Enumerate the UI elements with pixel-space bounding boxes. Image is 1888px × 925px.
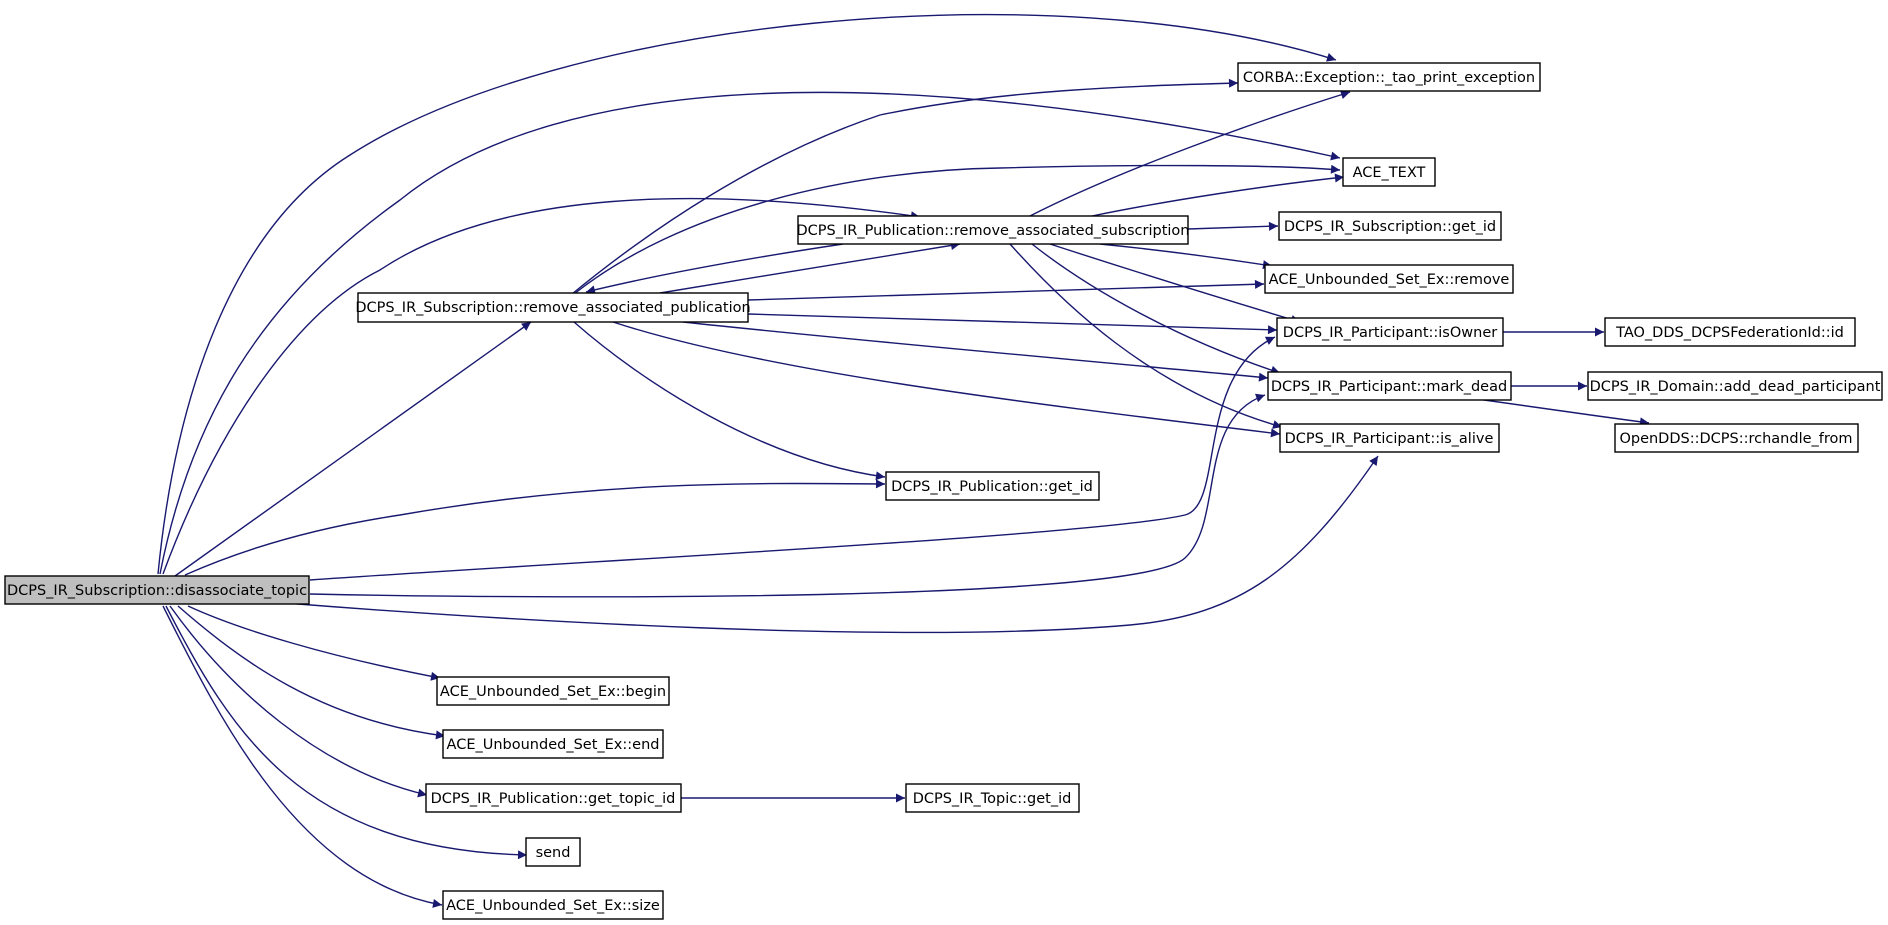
node-rchandle-from-label: OpenDDS::DCPS::rchandle_from <box>1619 431 1852 447</box>
edge-disassociate-to-ace-text <box>159 91 1341 575</box>
edge-pub-remove-to-tao-print-exception <box>1029 90 1351 217</box>
node-ace-text-label: ACE_TEXT <box>1353 165 1426 181</box>
edge-pub-remove-to-sub-remove-assoc-pub <box>585 243 844 295</box>
edge-disassociate-to-tao-print-exception <box>157 13 1337 575</box>
edge-sub-remove-to-ace-text <box>573 164 1341 295</box>
edges <box>157 13 1650 908</box>
edge-disassociate-to-part-is-alive <box>284 455 1379 634</box>
node-send[interactable]: send <box>525 837 581 867</box>
node-domain-add-dead-label: DCPS_IR_Domain::add_dead_participant <box>1590 379 1881 395</box>
edge-sub-remove-to-pub-get-id <box>573 321 886 481</box>
node-set-size[interactable]: ACE_Unbounded_Set_Ex::size <box>442 890 664 920</box>
node-disassociate-topic[interactable]: DCPS_IR_Subscription::disassociate_topic <box>4 575 310 605</box>
node-topic-get-id[interactable]: DCPS_IR_Topic::get_id <box>905 783 1080 813</box>
edge-pub-remove-to-sub-get-id <box>1187 221 1279 231</box>
edge-pub-remove-to-part-isowner <box>1049 243 1301 324</box>
node-domain-add-dead[interactable]: DCPS_IR_Domain::add_dead_participant <box>1587 371 1883 401</box>
node-set-begin[interactable]: ACE_Unbounded_Set_Ex::begin <box>436 676 670 706</box>
edge-sub-remove-to-tao-print-exception <box>571 78 1239 295</box>
edge-disassociate-to-pub-get-topic-id <box>169 605 428 798</box>
node-set-begin-label: ACE_Unbounded_Set_Ex::begin <box>440 684 666 700</box>
node-set-size-label: ACE_Unbounded_Set_Ex::size <box>446 898 660 914</box>
node-sub-get-id[interactable]: DCPS_IR_Subscription::get_id <box>1278 211 1502 241</box>
edge-disassociate-to-part-mark-dead <box>309 393 1266 598</box>
node-set-end-label: ACE_Unbounded_Set_Ex::end <box>447 737 660 753</box>
edge-sub-remove-to-part-is-alive <box>612 321 1281 438</box>
edge-disassociate-to-part-isowner <box>309 336 1276 581</box>
node-part-is-alive-label: DCPS_IR_Participant::is_alive <box>1285 431 1494 447</box>
edge-disassociate-to-set-begin <box>187 605 441 681</box>
edge-disassociate-to-send <box>165 605 528 860</box>
node-pub-remove-assoc-sub[interactable]: DCPS_IR_Publication::remove_associated_s… <box>796 215 1190 245</box>
node-fed-id[interactable]: TAO_DDS_DCPSFederationId::id <box>1604 317 1856 347</box>
node-set-remove-label: ACE_Unbounded_Set_Ex::remove <box>1269 272 1510 288</box>
edge-sub-remove-to-pub-remove-assoc-sub <box>659 241 961 294</box>
edge-disassociate-to-pub-get-id <box>184 479 886 576</box>
node-part-is-alive[interactable]: DCPS_IR_Participant::is_alive <box>1279 423 1500 453</box>
node-sub-remove-assoc-pub-label: DCPS_IR_Subscription::remove_associated_… <box>355 300 750 316</box>
edge-pub-remove-to-ace-text <box>1091 173 1345 217</box>
node-part-mark-dead[interactable]: DCPS_IR_Participant::mark_dead <box>1267 371 1512 401</box>
node-set-remove[interactable]: ACE_Unbounded_Set_Ex::remove <box>1264 264 1514 294</box>
node-sub-remove-assoc-pub[interactable]: DCPS_IR_Subscription::remove_associated_… <box>355 292 751 323</box>
node-pub-get-id-label: DCPS_IR_Publication::get_id <box>891 479 1093 495</box>
node-tao-print-exception[interactable]: CORBA::Exception::_tao_print_exception <box>1237 62 1541 92</box>
node-ace-text[interactable]: ACE_TEXT <box>1342 157 1436 187</box>
node-part-mark-dead-label: DCPS_IR_Participant::mark_dead <box>1271 379 1507 395</box>
edge-sub-remove-to-part-isowner <box>747 313 1278 335</box>
node-tao-print-exception-label: CORBA::Exception::_tao_print_exception <box>1243 70 1535 86</box>
edge-pub-remove-to-part-is-alive <box>1009 243 1283 429</box>
edge-disassociate-to-pub-remove-assoc-sub <box>162 197 921 575</box>
node-rchandle-from[interactable]: OpenDDS::DCPS::rchandle_from <box>1614 423 1859 453</box>
edge-mark-dead-to-rchandle-from <box>1469 397 1650 427</box>
node-fed-id-label: TAO_DDS_DCPSFederationId::id <box>1615 325 1844 341</box>
edge-sub-remove-to-part-mark-dead <box>682 321 1269 382</box>
edge-disassociate-to-sub-remove-assoc-pub <box>174 321 532 577</box>
node-pub-get-topic-id-label: DCPS_IR_Publication::get_topic_id <box>431 791 676 807</box>
node-part-isowner[interactable]: DCPS_IR_Participant::isOwner <box>1276 317 1504 347</box>
node-pub-get-id[interactable]: DCPS_IR_Publication::get_id <box>885 471 1100 501</box>
edge-pub-remove-to-set-remove <box>1099 243 1273 270</box>
node-part-isowner-label: DCPS_IR_Participant::isOwner <box>1283 325 1497 341</box>
edge-pub-remove-to-part-mark-dead <box>1031 243 1281 375</box>
node-sub-get-id-label: DCPS_IR_Subscription::get_id <box>1284 219 1496 235</box>
node-send-label: send <box>536 845 571 861</box>
node-disassociate-topic-label: DCPS_IR_Subscription::disassociate_topic <box>7 583 307 599</box>
node-pub-remove-assoc-sub-label: DCPS_IR_Publication::remove_associated_s… <box>796 223 1189 239</box>
node-topic-get-id-label: DCPS_IR_Topic::get_id <box>913 791 1072 807</box>
edge-disassociate-to-set-end <box>177 605 446 740</box>
node-set-end[interactable]: ACE_Unbounded_Set_Ex::end <box>442 729 664 759</box>
node-pub-get-topic-id[interactable]: DCPS_IR_Publication::get_topic_id <box>425 783 682 813</box>
edge-sub-remove-to-set-remove <box>747 279 1265 301</box>
edge-disassociate-to-set-size <box>162 605 443 908</box>
